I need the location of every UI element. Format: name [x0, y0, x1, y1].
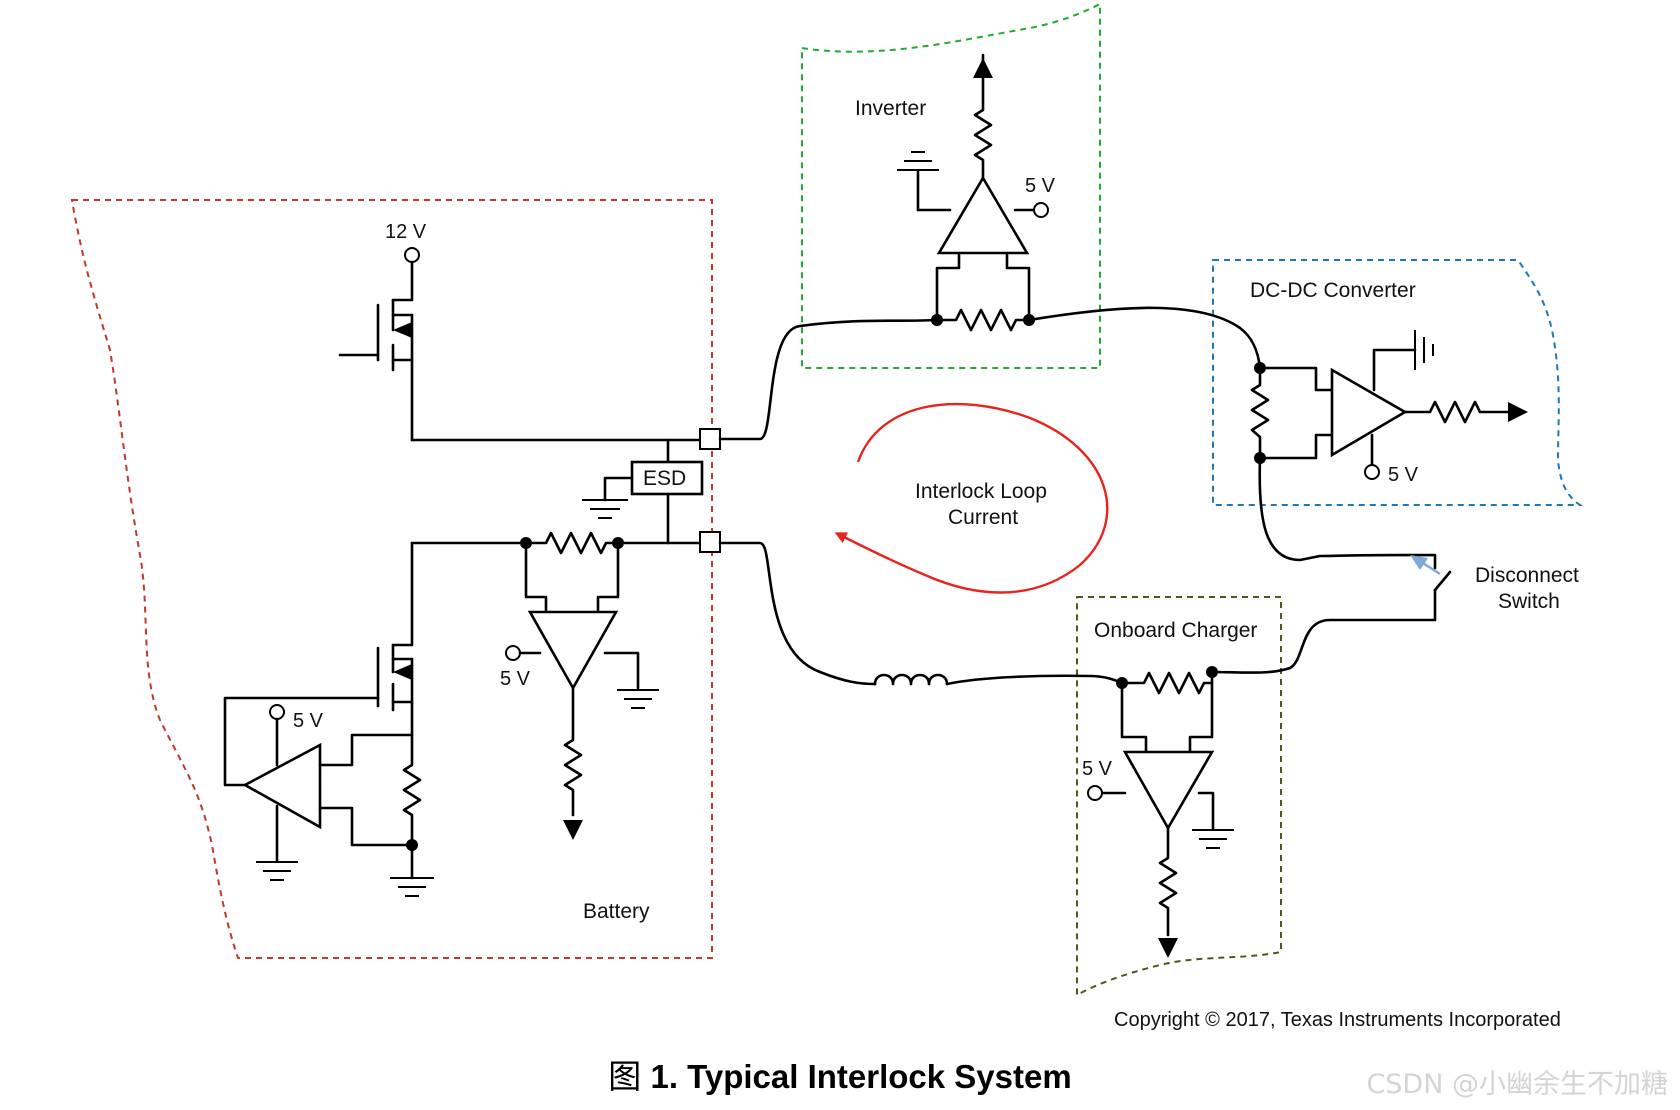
- dcdc-block-outline: [1212, 259, 1584, 506]
- dcdc-amp: [1330, 367, 1408, 458]
- inverter-resistor-wire: [935, 308, 1031, 332]
- esd-ground-icon: [582, 499, 628, 519]
- inverter-block-outline: [801, 2, 1101, 369]
- charger-resistor-wire: [1120, 671, 1214, 695]
- inverter-label: Inverter: [855, 97, 926, 120]
- dcdc-5v-label: 5 V: [1388, 464, 1419, 486]
- battery-sense-output-arrow: [563, 820, 583, 840]
- switch-label-line2: Switch: [1498, 590, 1560, 613]
- inverter-5v-terminal: [1033, 202, 1049, 218]
- switch-arrow-icon: [1410, 555, 1428, 570]
- battery-sense-5v-terminal: [505, 645, 521, 661]
- charger-ground-icon: [1192, 829, 1234, 849]
- switch-label-line1: Disconnect: [1475, 564, 1579, 587]
- battery-sense-ground-icon: [617, 689, 659, 709]
- copyright-text: Copyright © 2017, Texas Instruments Inco…: [1114, 1009, 1561, 1031]
- battery-top-mosfet: [338, 260, 414, 442]
- charger-label: Onboard Charger: [1094, 619, 1257, 642]
- watermark: CSDN @小幽余生不加糖: [1366, 1069, 1668, 1100]
- disconnect-switch: [1433, 570, 1452, 592]
- battery-amp-5v-label: 5 V: [293, 710, 324, 732]
- battery-block-outline: [70, 199, 713, 959]
- loop-wire-top: [718, 318, 939, 441]
- dcdc-label: DC-DC Converter: [1250, 279, 1416, 302]
- charger-output-arrow: [1158, 938, 1178, 958]
- battery-12v-terminal: [404, 247, 420, 263]
- inverter-amp: [936, 175, 1030, 255]
- battery-gate-driver-amp: [242, 742, 322, 830]
- inverter-output-arrow: [973, 58, 993, 78]
- battery-bottom-mosfet: [223, 541, 414, 787]
- charger-5v-label: 5 V: [1082, 758, 1113, 780]
- charger-amp: [1122, 750, 1215, 831]
- battery-amp-5v-terminal: [269, 704, 285, 720]
- interlock-loop-arrow: [834, 402, 1109, 594]
- figure-caption: 图 1. Typical Interlock System: [0, 1050, 1680, 1098]
- battery-amp-ground-icon: [256, 861, 298, 881]
- battery-connector-bottom: [699, 531, 721, 553]
- loop-current-label-line1: Interlock Loop: [915, 480, 1047, 503]
- battery-label: Battery: [583, 900, 650, 923]
- battery-resistor-ground-icon: [390, 877, 434, 897]
- caption-title: 1. Typical Interlock System: [650, 1058, 1072, 1095]
- battery-bottom-bus: [410, 531, 712, 555]
- inductor-icon: [873, 673, 949, 686]
- inverter-ground-icon: [897, 151, 939, 171]
- loop-wire-bottom: [718, 541, 877, 686]
- battery-connector-top: [699, 428, 721, 450]
- battery-12v-label: 12 V: [385, 221, 427, 243]
- inverter-5v-label: 5 V: [1025, 175, 1056, 197]
- esd-label: ESD: [643, 467, 686, 490]
- dcdc-ground-icon: [1414, 330, 1434, 370]
- loop-current-label-line2: Current: [948, 506, 1018, 529]
- dcdc-5v-terminal: [1364, 464, 1380, 480]
- dcdc-output-arrow: [1508, 402, 1528, 422]
- esd-box: [630, 460, 704, 496]
- battery-sense-5v-label: 5 V: [500, 668, 531, 690]
- charger-5v-terminal: [1087, 785, 1103, 801]
- caption-prefix: 图: [608, 1057, 642, 1096]
- battery-sense-amp: [527, 610, 619, 691]
- charger-block-outline: [1076, 596, 1282, 997]
